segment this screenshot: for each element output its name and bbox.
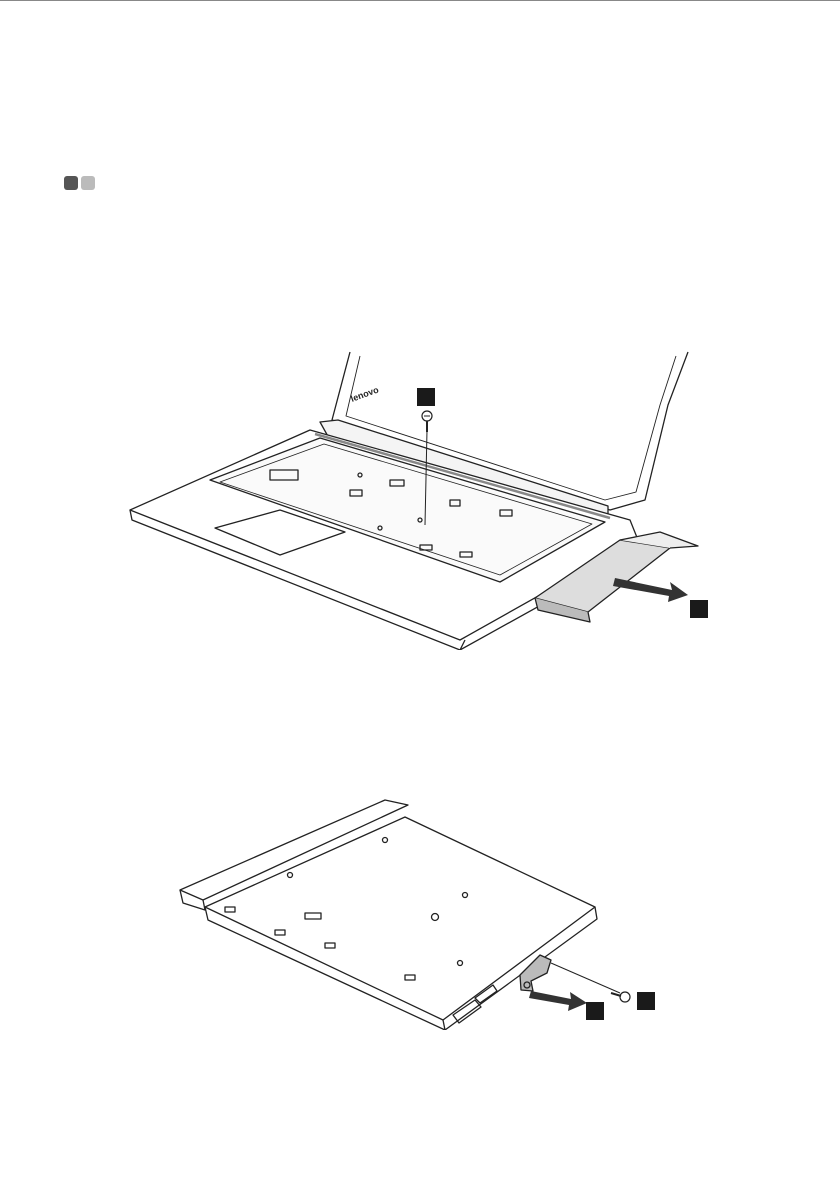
- figure-odd-bracket-removal: [175, 795, 675, 1030]
- callout-screw: [417, 388, 435, 406]
- figure-laptop-odd-removal: lenovo: [120, 350, 720, 650]
- drive-top-surface: [205, 817, 595, 1020]
- bracket-removal-arrow-icon: [529, 991, 587, 1011]
- callout-bracket: [586, 1002, 604, 1020]
- screw-icon: [422, 411, 432, 432]
- callout-drive: [690, 600, 708, 618]
- marker-dot-dark: [64, 176, 78, 190]
- top-page-rule: [0, 0, 840, 8]
- lid-logo: lenovo: [349, 384, 380, 403]
- screw-leader-line: [551, 963, 620, 993]
- removal-arrow-icon: [613, 578, 688, 602]
- section-marker-icon: [64, 176, 100, 190]
- callout-screw-2: [637, 992, 655, 1010]
- marker-dot-light: [81, 176, 95, 190]
- screw-icon: [611, 992, 630, 1002]
